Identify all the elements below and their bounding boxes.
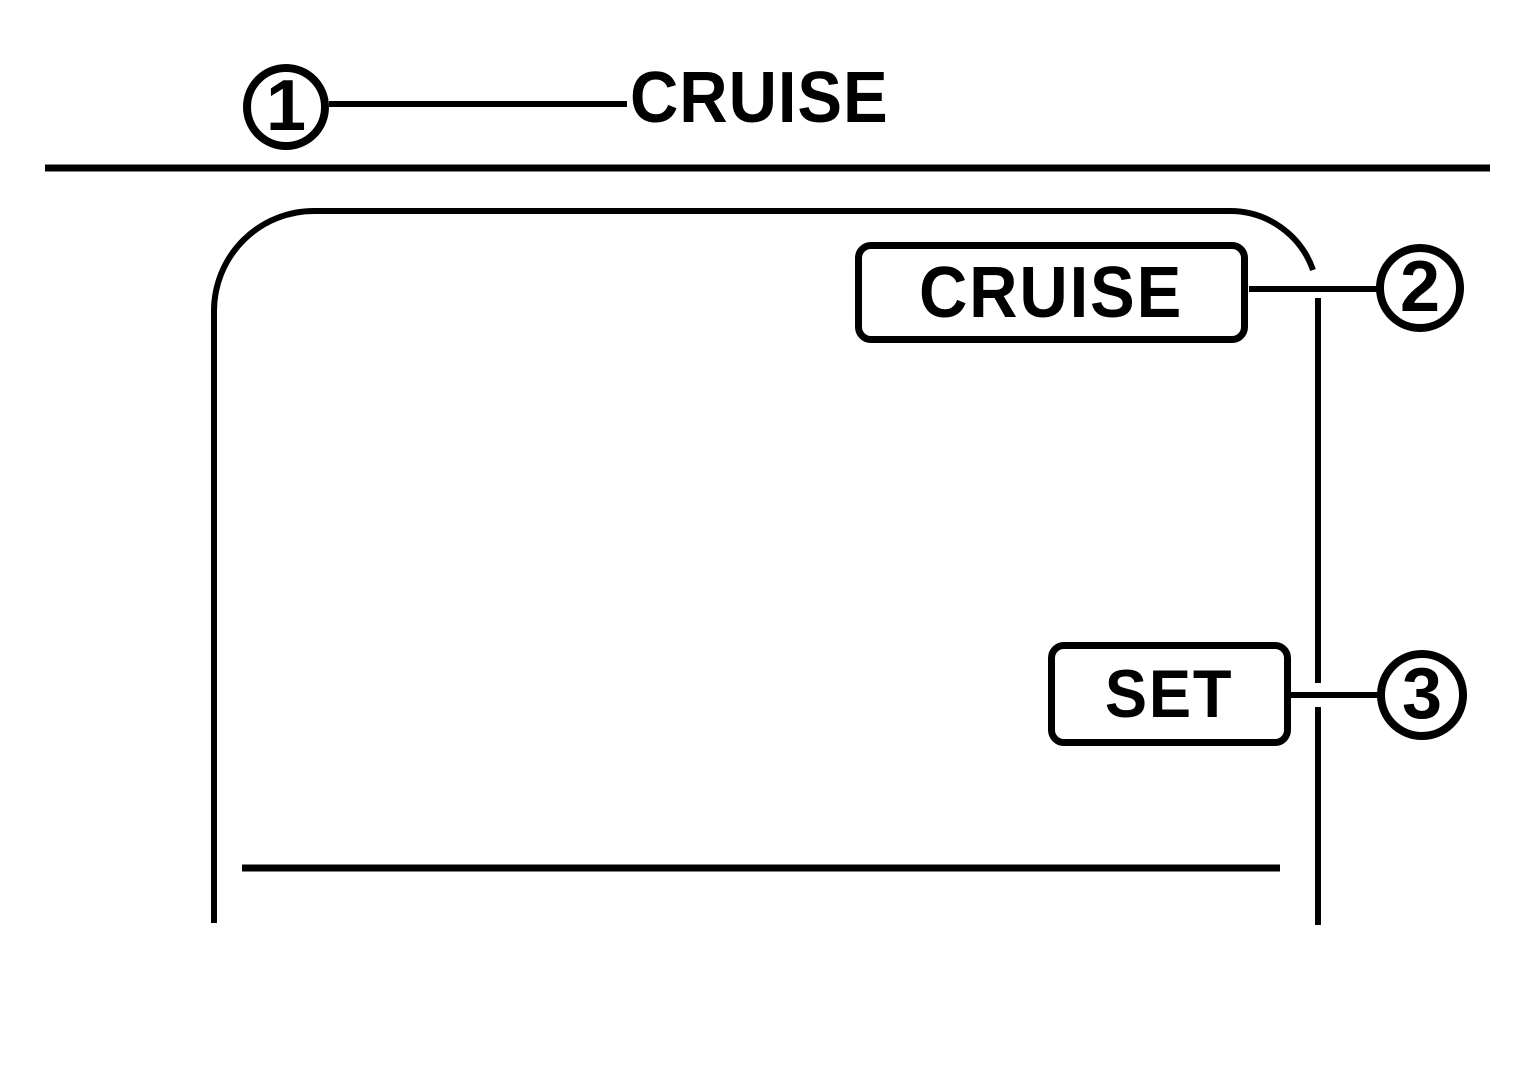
figure-title: CRUISE: [630, 58, 889, 138]
set-indicator-label: SET: [1105, 656, 1234, 732]
panel-outline: [211, 208, 1316, 923]
callout-circle-2: 2: [1376, 244, 1464, 332]
callout-number-2: 2: [1399, 247, 1441, 327]
callout-circle-1: 1: [243, 64, 329, 150]
callout-circle-3: 3: [1377, 650, 1467, 740]
set-indicator-badge: SET: [1048, 642, 1291, 746]
cruise-indicator-badge: CRUISE: [855, 242, 1248, 343]
callout-number-3: 3: [1401, 654, 1443, 734]
callout-number-1: 1: [265, 66, 307, 146]
cruise-indicator-label: CRUISE: [919, 252, 1184, 333]
